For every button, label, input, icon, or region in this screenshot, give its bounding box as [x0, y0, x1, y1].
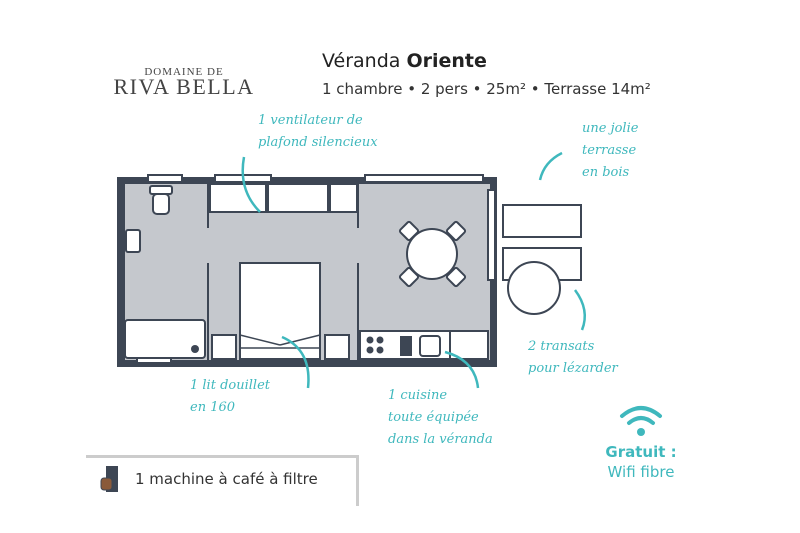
coffee-label: 1 machine à café à filtre — [135, 470, 318, 488]
coffee-machine-icon — [100, 466, 118, 492]
page-subtitle: 1 chambre • 2 pers • 25m² • Terrasse 14m… — [322, 80, 651, 98]
logo-title: RIVA BELLA — [113, 74, 255, 99]
coffee-box — [86, 455, 359, 506]
page-title: Véranda Oriente — [322, 50, 487, 72]
logo-subtitle: DOMAINE DE — [144, 66, 224, 78]
wifi-icon — [620, 406, 662, 436]
wifi-label: Gratuit : Wifi fibre — [605, 443, 677, 481]
